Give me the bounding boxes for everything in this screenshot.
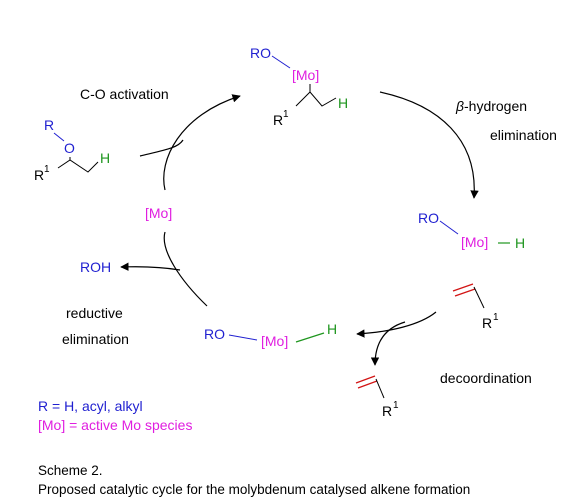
bond-r-o — [53, 132, 65, 142]
label-beta-elimination: elimination — [490, 127, 557, 143]
right-r1-sup: 1 — [493, 312, 499, 323]
substrate-entry-curve — [139, 139, 184, 157]
mo-hydride-alkene-complex: RO [Mo] H R 1 — [418, 210, 525, 331]
arrow-decoordination — [356, 311, 437, 338]
arrow-to-roh — [120, 262, 181, 271]
bond-right-ro-mo — [439, 220, 459, 235]
substrate-r: R — [44, 117, 54, 133]
top-ro: RO — [250, 45, 271, 61]
substrate-r1-sup: 1 — [44, 164, 50, 175]
alkene-bond-r1 — [473, 286, 485, 309]
label-decoordination: decoordination — [440, 370, 532, 386]
alkene-double-bond-a — [452, 283, 474, 292]
product-r1: R — [382, 403, 392, 419]
caption-title: Scheme 2. — [38, 463, 103, 478]
alkene-product: R 1 — [355, 375, 399, 419]
substrate-o: O — [64, 140, 75, 156]
right-r1: R — [482, 315, 492, 331]
substrate-h: H — [100, 150, 110, 166]
left-mo-species: [Mo] — [145, 205, 172, 221]
label-beta-hydrogen: β-hydrogen — [455, 98, 527, 114]
label-reductive: reductive — [66, 305, 123, 321]
bottom-h: H — [327, 321, 337, 337]
substrate-r1: R — [34, 167, 44, 183]
label-reductive-elimination: elimination — [62, 331, 129, 347]
arrow-decoordination-branch — [370, 321, 406, 366]
top-r1: R — [273, 112, 283, 128]
label-co-activation: C-O activation — [80, 86, 169, 102]
legend-mo-definition: [Mo] = active Mo species — [38, 417, 192, 433]
arrow-beta-elimination — [379, 91, 479, 199]
bottom-mo: [Mo] — [261, 333, 288, 349]
product-double-bond-a — [355, 375, 376, 384]
top-mo: [Mo] — [292, 67, 319, 83]
right-ro: RO — [418, 210, 439, 226]
arrow-co-activation — [163, 94, 241, 191]
bottom-ro: RO — [204, 326, 225, 342]
cycle-arrows — [120, 91, 479, 366]
right-mo: [Mo] — [461, 234, 488, 250]
product-bond-r1 — [375, 378, 385, 399]
legend-r-definition: R = H, acyl, alkyl — [38, 398, 143, 414]
bond-bottom-mo-h — [295, 332, 325, 343]
top-r1-sup: 1 — [283, 109, 289, 120]
alkene-double-bond-b — [454, 288, 476, 297]
bond-top-ro-mo — [271, 55, 291, 69]
bond-chain — [57, 159, 99, 173]
arrow-reductive-elimination — [163, 231, 208, 307]
caption-text: Proposed catalytic cycle for the molybde… — [38, 482, 470, 497]
substrate-ether: R O R 1 H — [34, 117, 110, 183]
ro-mo-hydride: RO [Mo] H — [204, 321, 337, 349]
product-r1-sup: 1 — [393, 400, 399, 411]
bond-top-chain — [295, 91, 337, 107]
product-double-bond-b — [357, 380, 378, 389]
bond-bottom-ro-mo — [228, 334, 258, 341]
product-roh: ROH — [80, 259, 111, 275]
top-h: H — [338, 95, 348, 111]
mo-alkyl-intermediate: RO [Mo] R 1 H — [250, 45, 348, 128]
right-h: H — [515, 235, 525, 251]
